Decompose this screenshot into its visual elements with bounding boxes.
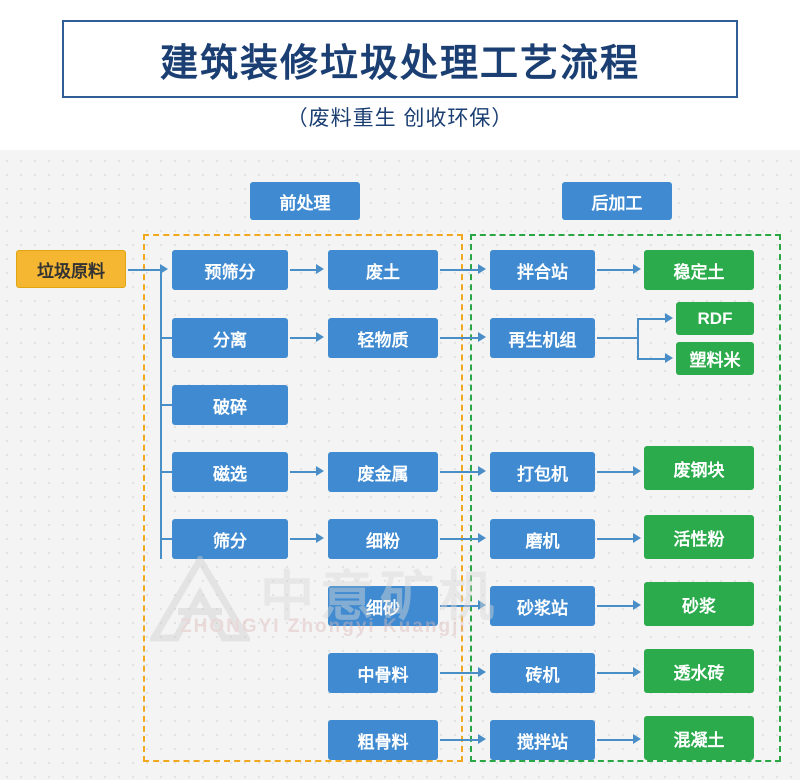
arrow-source-to-pre0	[160, 264, 168, 274]
node-pre-output-1: 轻物质	[328, 318, 438, 358]
node-product-2: 塑料米	[676, 342, 754, 375]
connector-post6-prod7	[597, 739, 635, 741]
node-product-6: 透水砖	[644, 649, 754, 693]
connector-pre3-out2	[290, 471, 318, 473]
zone-pre-processing	[143, 234, 463, 762]
arrow-out1-post1	[478, 332, 486, 342]
node-pre-output-6: 粗骨料	[328, 720, 438, 760]
node-post-equipment-1: 再生机组	[490, 318, 595, 358]
arrow-branch-rdf	[665, 313, 673, 323]
node-product-1: RDF	[676, 302, 754, 335]
connector-post5-prod6	[597, 672, 635, 674]
arrow-pre3-out2	[316, 466, 324, 476]
arrow-out6-post6	[478, 734, 486, 744]
connector-spine-pre1	[160, 337, 172, 339]
node-pre-output-3: 细粉	[328, 519, 438, 559]
connector-spine-pre3	[160, 471, 172, 473]
arrow-out3-post3	[478, 533, 486, 543]
node-post-equipment-4: 砂浆站	[490, 586, 595, 626]
arrow-post5-prod6	[633, 667, 641, 677]
arrow-out4-post4	[478, 600, 486, 610]
phase-label-post: 后加工	[562, 182, 672, 220]
connector-spine-pre4	[160, 538, 172, 540]
node-product-0: 稳定土	[644, 250, 754, 290]
connector-branch-plastic	[637, 358, 667, 360]
connector-out3-post3	[440, 538, 480, 540]
connector-pre0-out0	[290, 269, 318, 271]
connector-branch-rdf	[637, 318, 667, 320]
header: 建筑装修垃圾处理工艺流程 （废料重生 创收环保）	[0, 0, 800, 150]
connector-out5-post5	[440, 672, 480, 674]
node-pre-output-2: 废金属	[328, 452, 438, 492]
connector-post2-prod3	[597, 471, 635, 473]
node-product-3: 废钢块	[644, 446, 754, 490]
connector-post1-branch	[597, 337, 637, 339]
node-product-7: 混凝土	[644, 716, 754, 760]
connector-out1-post1	[440, 337, 480, 339]
connector-out4-post4	[440, 605, 480, 607]
connector-source-to-pre0	[128, 269, 162, 271]
node-post-equipment-2: 打包机	[490, 452, 595, 492]
connector-post3-prod4	[597, 538, 635, 540]
node-pre-equipment-4: 筛分	[172, 519, 288, 559]
arrow-out2-post2	[478, 466, 486, 476]
node-post-equipment-5: 砖机	[490, 653, 595, 693]
arrow-out5-post5	[478, 667, 486, 677]
arrow-out0-post0	[478, 264, 486, 274]
node-product-4: 活性粉	[644, 515, 754, 559]
node-post-equipment-0: 拌合站	[490, 250, 595, 290]
title-frame	[62, 20, 738, 98]
connector-out6-post6	[440, 739, 480, 741]
flow-diagram: 前处理 后加工 垃圾原料 预筛分 分离 破碎 磁选 筛分 废土 轻物质 废金属 …	[0, 150, 800, 780]
arrow-pre1-out1	[316, 332, 324, 342]
connector-out0-post0	[440, 269, 480, 271]
arrow-post0-prod0	[633, 264, 641, 274]
node-pre-output-4: 细砂	[328, 586, 438, 626]
arrow-post2-prod3	[633, 466, 641, 476]
connector-spine-pre2	[160, 404, 172, 406]
node-source-material: 垃圾原料	[16, 250, 126, 288]
node-pre-output-0: 废土	[328, 250, 438, 290]
connector-pre4-out3	[290, 538, 318, 540]
connector-post1-branch-vertical	[637, 318, 639, 359]
node-pre-equipment-2: 破碎	[172, 385, 288, 425]
arrow-post6-prod7	[633, 734, 641, 744]
node-pre-equipment-3: 磁选	[172, 452, 288, 492]
node-product-5: 砂浆	[644, 582, 754, 626]
connector-pre1-out1	[290, 337, 318, 339]
connector-post0-prod0	[597, 269, 635, 271]
zone-post-processing	[470, 234, 781, 762]
node-pre-equipment-1: 分离	[172, 318, 288, 358]
connector-post4-prod5	[597, 605, 635, 607]
arrow-post3-prod4	[633, 533, 641, 543]
page-title: 建筑装修垃圾处理工艺流程	[159, 40, 640, 85]
arrow-branch-plastic	[665, 353, 673, 363]
page-subtitle: （废料重生 创收环保）	[286, 107, 514, 130]
connector-pre-spine	[160, 269, 162, 559]
node-pre-output-5: 中骨料	[328, 653, 438, 693]
page-title-container: 建筑装修垃圾处理工艺流程	[78, 22, 722, 96]
arrow-pre0-out0	[316, 264, 324, 274]
arrow-pre4-out3	[316, 533, 324, 543]
phase-label-pre: 前处理	[250, 182, 360, 220]
connector-out2-post2	[440, 471, 480, 473]
node-pre-equipment-0: 预筛分	[172, 250, 288, 290]
node-post-equipment-6: 搅拌站	[490, 720, 595, 760]
arrow-post4-prod5	[633, 600, 641, 610]
node-post-equipment-3: 磨机	[490, 519, 595, 559]
